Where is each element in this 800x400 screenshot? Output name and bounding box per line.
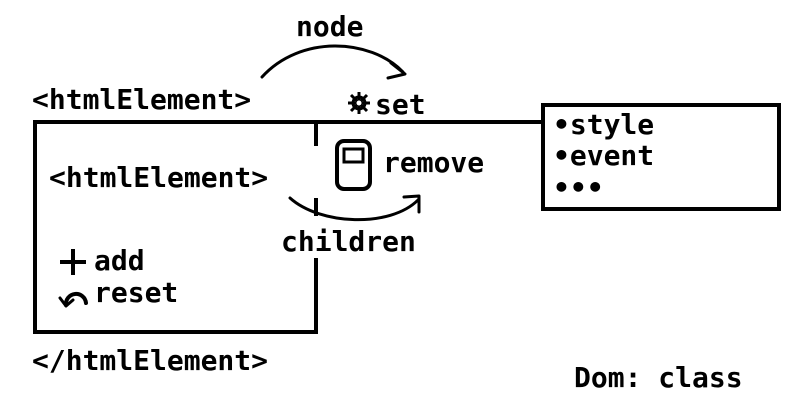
open-tag-label: <htmlElement> — [32, 83, 251, 116]
child-tag-label: <htmlElement> — [49, 161, 268, 194]
close-tag-label: </htmlElement> — [32, 344, 268, 377]
children-label: children — [281, 225, 416, 258]
reset-label: reset — [94, 276, 178, 309]
reset-arrow-icon — [58, 292, 88, 308]
gear-icon — [348, 92, 370, 114]
side-panel-item: ••• — [553, 171, 604, 204]
add-label: add — [94, 244, 145, 277]
diagram-caption: Dom: class — [574, 361, 743, 394]
plus-icon — [60, 249, 86, 275]
children-arrow — [288, 194, 421, 222]
side-panel-item: •style — [553, 108, 654, 141]
remove-label: remove — [383, 146, 484, 179]
side-panel-item: •event — [553, 139, 654, 172]
side-panel-box — [541, 103, 781, 211]
node-arrow — [260, 44, 407, 80]
node-label: node — [296, 10, 363, 43]
trash-bin-icon — [335, 139, 372, 191]
set-label: set — [375, 88, 426, 121]
